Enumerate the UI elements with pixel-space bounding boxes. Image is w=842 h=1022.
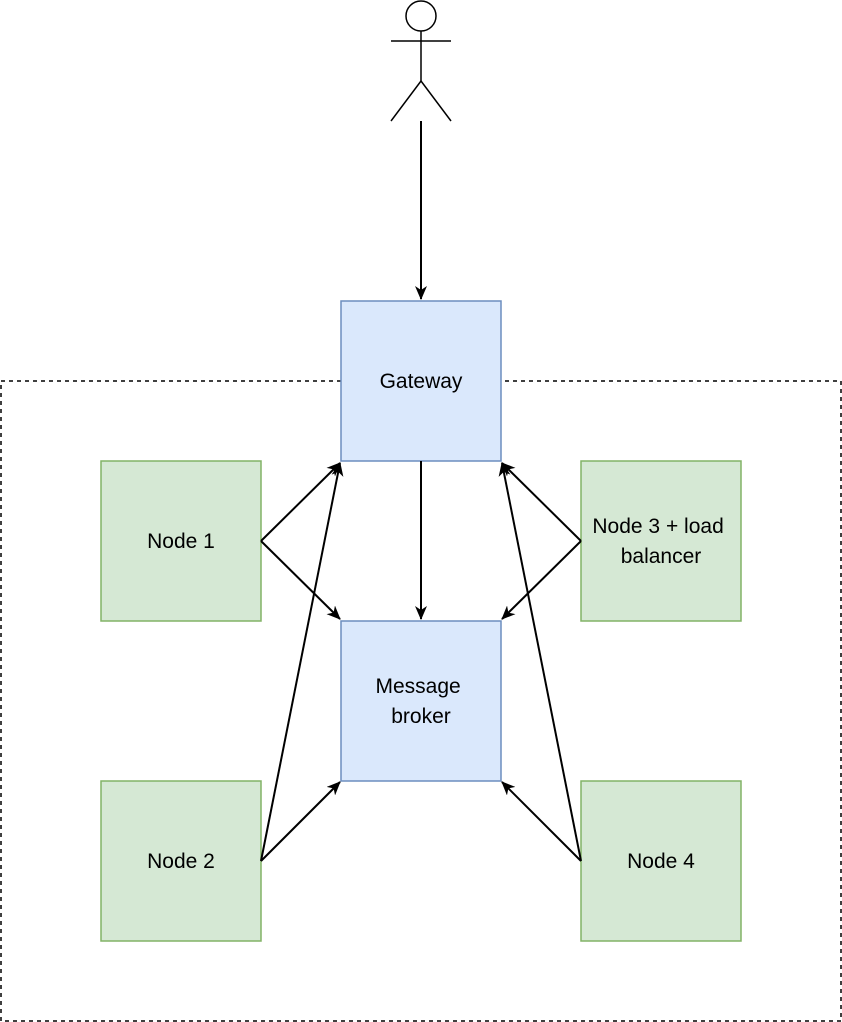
message-broker-label-line-1: Message <box>375 675 460 698</box>
arrow-node-4-to-gateway <box>498 462 582 862</box>
node-4-box: Node 4 <box>580 780 742 942</box>
svg-text:Message broker: Message broker <box>375 675 466 728</box>
arrow-node-2-to-broker <box>260 781 341 862</box>
arrow-node-1-to-broker <box>260 540 341 620</box>
svg-text:Node 1: Node 1 <box>147 530 215 553</box>
gateway-box: Gateway <box>340 300 502 462</box>
arrow-node-3-to-gateway <box>501 462 582 542</box>
node-3-label-line-1: Node 3 + load <box>592 515 723 538</box>
node-4-label: Node 4 <box>627 850 695 873</box>
message-broker-box: Message broker <box>340 620 502 782</box>
svg-text:Node 2: Node 2 <box>147 850 215 873</box>
node-1-label: Node 1 <box>147 530 215 553</box>
arrow-node-2-to-gateway <box>260 462 344 862</box>
message-broker-label-line-2: broker <box>391 705 451 728</box>
node-3-label-line-2: balancer <box>621 545 702 568</box>
connection-arrows <box>260 121 582 862</box>
arrow-node-3-to-broker <box>501 540 582 620</box>
svg-text:Gateway: Gateway <box>380 370 463 393</box>
node-2-label: Node 2 <box>147 850 215 873</box>
arrow-node-1-to-gateway <box>260 462 341 542</box>
arrow-node-4-to-broker <box>501 781 582 862</box>
svg-text:Node 4: Node 4 <box>627 850 695 873</box>
svg-text:Node 3 + load balancer: Node 3 + load balancer <box>592 515 729 568</box>
gateway-label: Gateway <box>380 370 463 393</box>
node-3-box: Node 3 + load balancer <box>580 460 742 622</box>
user-actor-icon <box>390 0 452 122</box>
node-2-box: Node 2 <box>100 780 262 942</box>
node-1-box: Node 1 <box>100 460 262 622</box>
